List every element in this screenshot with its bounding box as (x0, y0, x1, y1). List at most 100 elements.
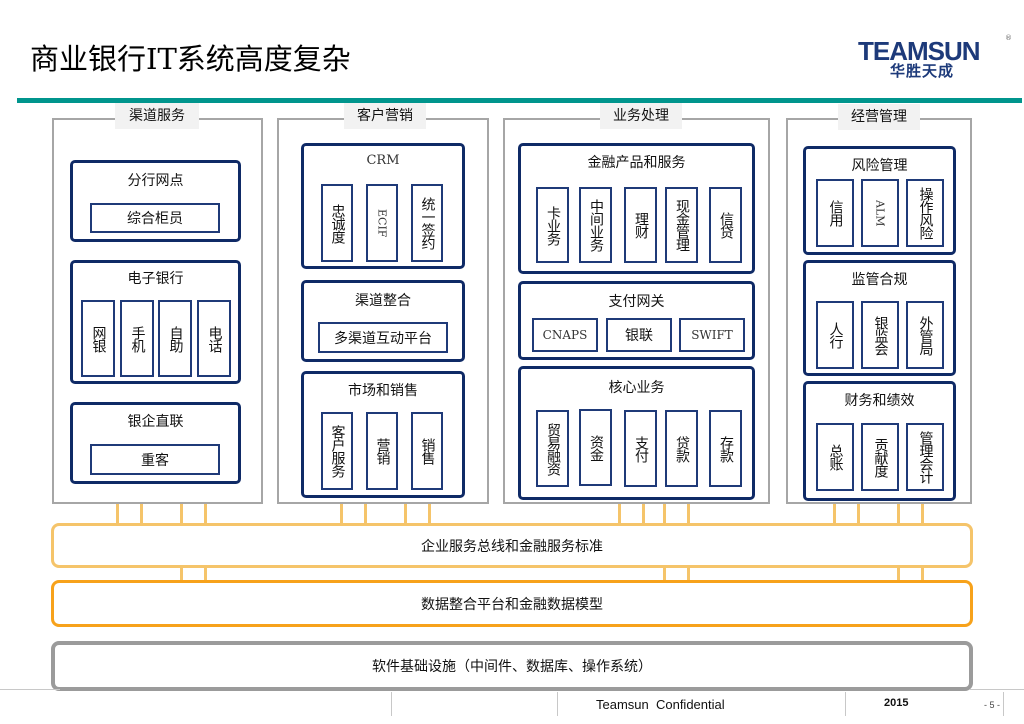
connector (116, 504, 119, 525)
item-management-accounting: 管理会计 (906, 423, 944, 491)
item-label: 自助 (167, 325, 184, 352)
footer-divider (391, 692, 392, 716)
column-label-operations-management: 经营管理 (838, 104, 920, 130)
item-cbrc: 银监会 (861, 301, 899, 369)
layer-data-integration: 数据整合平台和金融数据模型 (51, 580, 973, 627)
item-credit: 信贷 (709, 187, 742, 263)
item-label: 管理会计 (917, 431, 934, 483)
connector (404, 504, 407, 525)
layer-data-integration-label: 数据整合平台和金融数据模型 (421, 596, 603, 613)
item-card-business: 卡业务 (536, 187, 569, 263)
box-title-market-sales: 市场和销售 (348, 383, 418, 399)
footer-rule (0, 689, 60, 690)
box-title-financial-products: 金融产品和服务 (587, 155, 686, 171)
item-unified-signing: 统一签约 (411, 184, 443, 262)
item-label: 人行 (827, 322, 844, 348)
item-label: 操作风险 (917, 187, 934, 239)
item-label: 营销 (374, 438, 391, 464)
connector (180, 566, 183, 583)
item-cnaps: CNAPS (532, 318, 598, 352)
item-cash-management: 现金管理 (665, 187, 698, 263)
connector (857, 504, 860, 525)
connector (204, 504, 207, 525)
item-label: 银监会 (872, 315, 889, 355)
item-label: ECIF (375, 208, 389, 238)
item-sales: 销售 (411, 412, 443, 490)
box-title-risk-management: 风险管理 (851, 158, 908, 174)
connector (687, 566, 690, 583)
item-label: 总账 (827, 444, 844, 470)
item-label: ALM (873, 199, 887, 227)
footer-year: 2015 (884, 697, 909, 709)
box-title-finance-performance: 财务和绩效 (844, 393, 915, 409)
item-key-customer: 重客 (90, 444, 220, 475)
connector (921, 504, 924, 525)
footer-divider (1003, 692, 1004, 716)
item-label: 贸易融资 (545, 422, 561, 475)
connector (833, 504, 836, 525)
footer-divider (845, 692, 846, 716)
item-label: 理财 (633, 212, 649, 238)
item-online-banking: 网银 (81, 300, 115, 377)
item-payment: 支付 (624, 410, 657, 487)
item-label: 现金管理 (674, 199, 690, 251)
item-label: 存款 (718, 435, 734, 462)
item-intermediary-business: 中间业务 (579, 187, 612, 263)
box-title-channel-integration: 渠道整合 (355, 293, 411, 309)
item-loyalty: 忠诚度 (321, 184, 353, 262)
column-label-business-processing: 业务处理 (600, 103, 682, 129)
connector (204, 566, 207, 583)
item-safe: 外管局 (906, 301, 944, 369)
connector (663, 504, 666, 525)
item-label: 客户服务 (329, 425, 346, 477)
box-title-payment-gateway: 支付网关 (608, 294, 665, 310)
footer-divider (557, 692, 558, 716)
item-self-service: 自助 (158, 300, 192, 377)
connector (921, 566, 924, 583)
layer-esb: 企业服务总线和金融服务标准 (51, 523, 973, 568)
connector (687, 504, 690, 525)
box-title-bank-enterprise: 银企直联 (127, 414, 184, 430)
item-label: 忠诚度 (329, 203, 346, 243)
connector (897, 566, 900, 583)
item-label: 中间业务 (588, 199, 604, 251)
item-alm: ALM (861, 179, 899, 247)
item-label: 贷款 (674, 435, 690, 462)
item-label: 信用 (827, 200, 844, 226)
box-title-branch-outlets: 分行网点 (127, 173, 184, 189)
item-contribution: 贡献度 (861, 423, 899, 491)
item-loans: 贷款 (665, 410, 698, 487)
footer-rule (970, 689, 1024, 690)
item-general-ledger: 总账 (816, 423, 854, 491)
connector (663, 566, 666, 583)
item-phone: 电话 (197, 300, 231, 377)
item-swift: SWIFT (679, 318, 745, 352)
item-label: 手机 (129, 325, 146, 352)
connector (897, 504, 900, 525)
footer-confidential: Teamsun Confidential (596, 697, 725, 712)
item-wealth-management: 理财 (624, 187, 657, 263)
connector (642, 504, 645, 525)
item-operational-risk: 操作风险 (906, 179, 944, 247)
column-label-customer-marketing: 客户营销 (344, 103, 426, 129)
registered-mark: ® (1005, 34, 1012, 42)
page-title: 商业银行IT系统高度复杂 (30, 42, 351, 76)
column-label-channel-services: 渠道服务 (115, 103, 199, 129)
connector (618, 504, 621, 525)
item-label: 信贷 (718, 212, 734, 238)
teamsun-logo: TEAMSUN (858, 36, 981, 66)
layer-software-infrastructure: 软件基础设施（中间件、数据库、操作系统） (51, 641, 973, 691)
item-teller: 综合柜员 (90, 203, 220, 233)
item-ecif: ECIF (366, 184, 398, 262)
connector (140, 504, 143, 525)
item-label: 卡业务 (545, 205, 561, 245)
footer-page-number: - 5 - (984, 700, 1001, 710)
item-credit-risk: 信用 (816, 179, 854, 247)
item-treasury: 资金 (579, 409, 612, 486)
item-unionpay: 银联 (606, 318, 672, 352)
layer-esb-label: 企业服务总线和金融服务标准 (421, 538, 603, 555)
connector (364, 504, 367, 525)
item-label: 销售 (419, 438, 436, 464)
item-mobile: 手机 (120, 300, 154, 377)
item-label: 支付 (633, 435, 649, 462)
